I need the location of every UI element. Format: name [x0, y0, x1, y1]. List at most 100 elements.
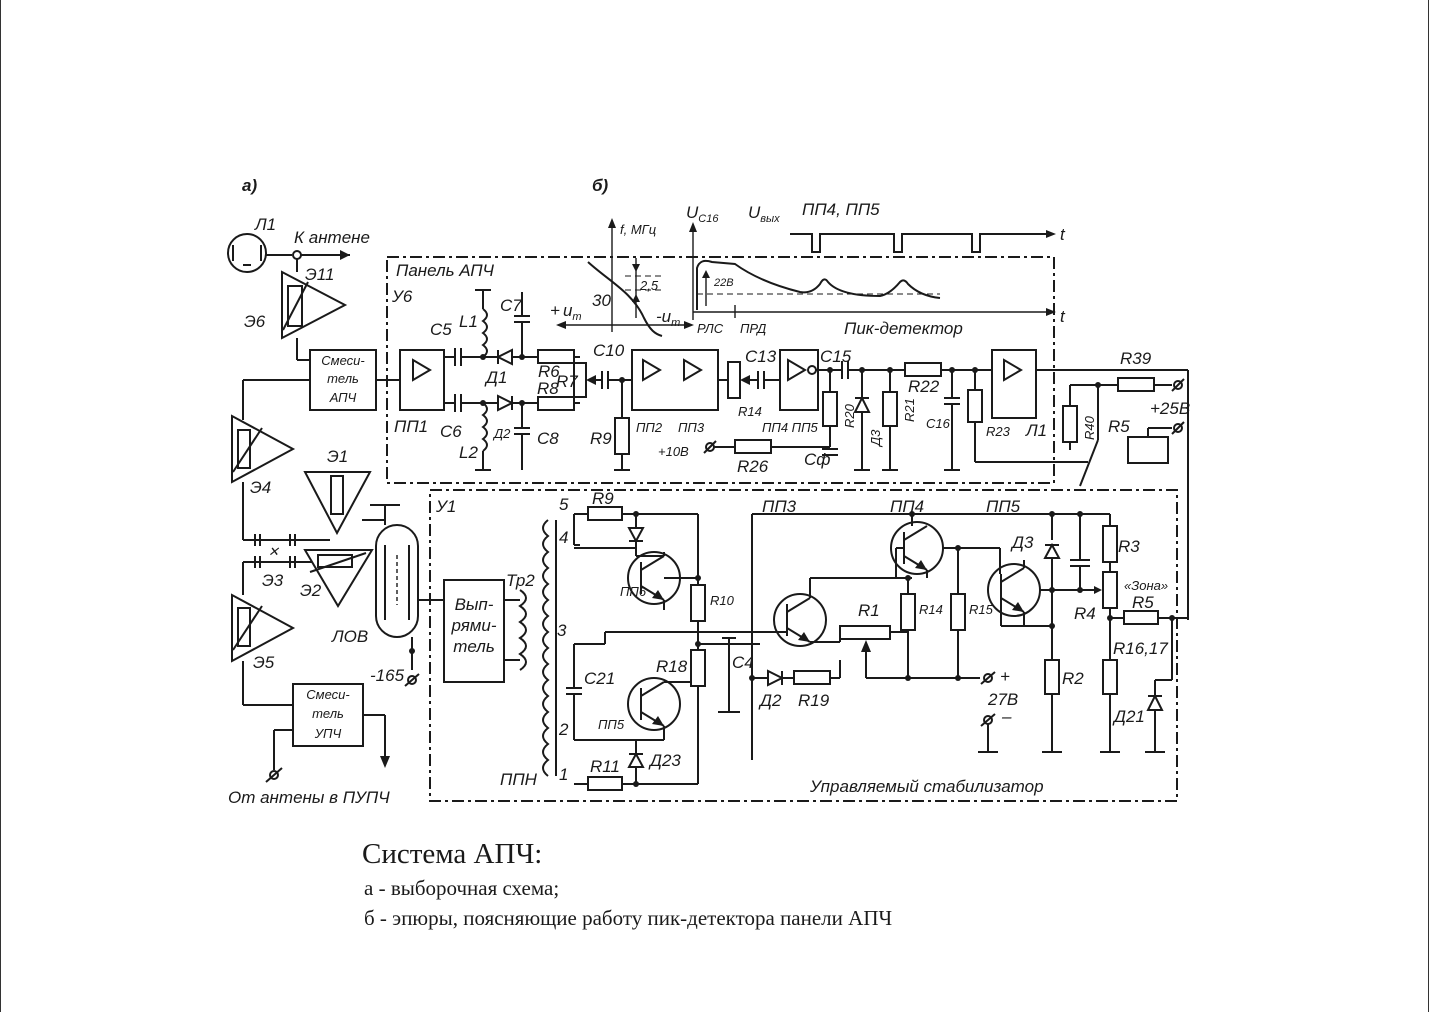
resistor-R2	[1044, 659, 1060, 695]
resistor-R8	[537, 396, 575, 411]
label-PPN: ППН	[500, 770, 538, 789]
label-27V: 27В	[987, 690, 1018, 709]
label-E6: Э6	[244, 312, 266, 331]
resistor-R10	[690, 584, 706, 622]
mixer-ifa-line2: тель	[312, 706, 344, 721]
label-to-antenna: К антене	[294, 228, 370, 247]
label-PP5: ПП5	[598, 717, 625, 732]
transistor-pp3	[773, 593, 827, 647]
label-PP1: ПП1	[394, 417, 428, 436]
zener-D3b	[1043, 542, 1061, 559]
label-D2: Д2	[492, 426, 511, 441]
graph-afc-curve	[587, 261, 663, 337]
label-R39: R39	[1120, 349, 1152, 368]
label-from-antenna: От антены в ПУПЧ	[228, 788, 390, 807]
resistor-R18	[690, 649, 706, 687]
label-D3: Д3	[868, 429, 883, 448]
graph-uc16: UC16	[686, 203, 719, 225]
coupler-cross-icon: ✕	[268, 544, 280, 559]
label-E5: Э5	[253, 653, 275, 672]
label-R18: R18	[656, 657, 688, 676]
resistor-R23	[967, 389, 983, 423]
label-E4: Э4	[250, 478, 271, 497]
graph-v22: 22В	[713, 277, 734, 289]
label-E11: Э11	[305, 265, 334, 284]
panel-label-b: б)	[592, 176, 609, 195]
resistor-R39	[1117, 377, 1155, 392]
graph-uout: Uвых	[748, 203, 780, 225]
coil-L1	[481, 308, 488, 358]
stabilizer-box	[429, 489, 1178, 802]
buffer-l1-block	[991, 349, 1037, 419]
label-Tr2: Тр2	[506, 571, 535, 590]
resistor-R40	[1062, 405, 1078, 443]
resistor-R16	[1102, 659, 1118, 695]
transistor-pp5	[627, 677, 681, 731]
label-C5: C5	[430, 320, 452, 339]
label-C16: C16	[926, 416, 951, 431]
graph-rls: РЛС	[697, 321, 724, 336]
label-R2: R2	[1062, 669, 1084, 688]
attenuator-e2	[303, 549, 374, 608]
label-R14b: R14	[919, 602, 943, 617]
diode-D23	[627, 751, 645, 768]
tap-5: 5	[559, 495, 569, 514]
label-R9b: R9	[592, 489, 614, 508]
label-R1: R1	[858, 601, 880, 620]
resistor-R1	[839, 625, 891, 640]
label-R21: R21	[902, 398, 917, 422]
label-R6: R6	[538, 362, 560, 381]
mixer-ifa-line3: УПЧ	[314, 726, 342, 741]
label-R10: R10	[710, 593, 735, 608]
label-panel-afc: Панель АПЧ	[396, 261, 495, 280]
label-R5-relay: R5	[1108, 417, 1130, 436]
caption-line-a: а - выборочная схема;	[364, 876, 560, 900]
tap-3: 3	[557, 621, 567, 640]
resistor-R5b	[1123, 610, 1159, 625]
label-minus: –	[1001, 707, 1012, 726]
diode-D2	[497, 394, 515, 412]
graph-uc16-waveform	[696, 259, 941, 310]
diode-D1	[495, 348, 513, 366]
label-L2-coil: L2	[459, 443, 478, 462]
resistor-R14b	[900, 593, 916, 631]
resistor-R20	[822, 391, 838, 427]
graph-val-30: 30	[592, 291, 611, 310]
amplifier-e4	[231, 414, 296, 484]
tap-2: 2	[558, 720, 569, 739]
amplifier-e11	[281, 270, 348, 340]
label-PP4PP5: ПП4 ПП5	[762, 420, 819, 435]
transformer-tr2-coil	[518, 589, 527, 671]
mixer-afc-line2: тель	[327, 371, 359, 386]
label-U6: У6	[391, 287, 413, 306]
resistor-R15	[950, 593, 966, 631]
resistor-R14	[727, 361, 741, 399]
label-R5b: R5	[1132, 593, 1154, 612]
tap-1: 1	[559, 765, 568, 784]
panel-afc-box	[386, 256, 1055, 484]
label-L1-buffer: Л1	[1025, 421, 1047, 440]
pp1-block	[399, 349, 445, 411]
rectifier-line2: рями-	[450, 616, 496, 635]
pp2-pp3-block	[631, 349, 719, 411]
label-plus: +	[1000, 667, 1010, 686]
label-R11: R11	[590, 757, 620, 776]
label-PP4b: ПП4	[890, 497, 924, 516]
label-R26: R26	[737, 457, 769, 476]
label-R23: R23	[986, 424, 1011, 439]
label-stabilizer: Управляемый стабилизатор	[809, 777, 1044, 796]
caption-title: Система АПЧ:	[362, 838, 543, 870]
label-plus25: +25В	[1150, 399, 1190, 418]
resistor-R22	[904, 362, 942, 377]
rectifier-line1: Вып-	[455, 595, 494, 614]
label-E3: Э3	[262, 571, 284, 590]
pp4-pp5-block	[779, 349, 819, 411]
label-zone: «Зона»	[1124, 578, 1168, 593]
relay-R5	[1127, 436, 1169, 464]
label-C21: C21	[584, 669, 615, 688]
label-PP2: ПП2	[636, 420, 663, 435]
label-C8: C8	[537, 429, 559, 448]
graph-uout-pulses	[790, 233, 1050, 253]
graph-plus-um: +um	[550, 301, 582, 323]
resistor-R4	[1102, 571, 1118, 609]
